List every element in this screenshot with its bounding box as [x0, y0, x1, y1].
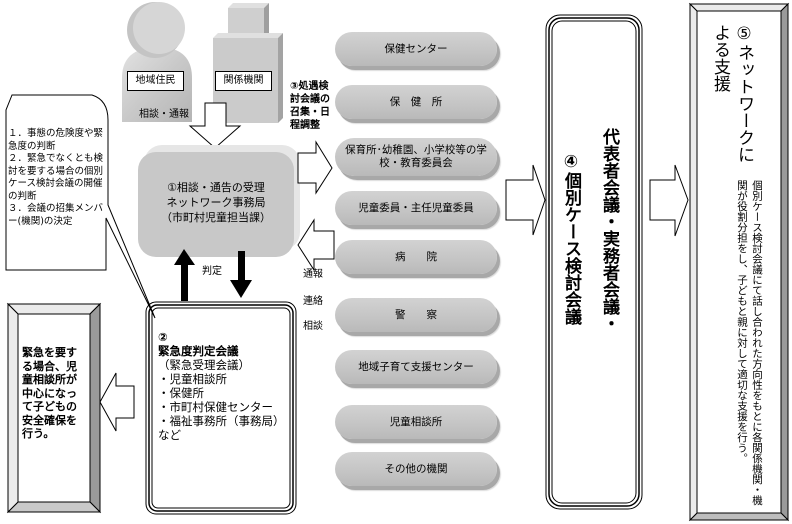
report-label: 通報: [303, 269, 323, 280]
org-pill: 児童相談所: [335, 405, 497, 439]
down-arrow: [188, 102, 242, 149]
support-title: ⑤ネットワークによる支援: [710, 24, 754, 163]
callout-line-1: １．事態の危険度や緊急度の判断: [8, 128, 104, 152]
org-pill: 保育所･幼稚園、小学校等の学校・教育委員会: [335, 138, 497, 176]
emergency-frame: [6, 302, 102, 514]
org-pill: 地域子育て支援センター: [335, 350, 497, 384]
urgency-member: ・児童相談所: [158, 372, 227, 386]
judgment-down-arrow: [230, 251, 252, 298]
urgency-subtitle: （緊急受理会議）: [158, 358, 250, 372]
office-line-1: ①相談・通告の受理: [167, 181, 265, 194]
right-arrow-case: [505, 164, 546, 236]
up-arrow: [174, 249, 195, 301]
org-pill: 病 院: [335, 240, 497, 274]
consult-label: 相談: [303, 321, 323, 332]
office-line-3: （市町村児童担当課）: [161, 211, 271, 224]
urgency-member: ・市町村保健センター: [158, 400, 273, 414]
left-arrow-emergency: [99, 372, 135, 432]
org-pill: 警 察: [335, 298, 497, 332]
case-meeting-frame: [545, 14, 643, 510]
urgency-meeting-text: ② 緊急度判定会議 （緊急受理会議） ・児童相談所 ・保健所 ・市町村保健センタ…: [158, 330, 288, 442]
urgency-member: ・保健所: [158, 386, 204, 400]
support-frame: [688, 2, 790, 522]
right-arrow-support: [649, 164, 689, 237]
person-icon: [122, 2, 192, 122]
urgency-number: ②: [158, 330, 168, 344]
contact-label: 連絡: [303, 296, 323, 307]
support-body: 個別ケース検討会議にて話し合われた方向性をもとに各関係機関・機関が役割分担をし、…: [736, 180, 763, 506]
callout-text: １．事態の危険度や緊急度の判断 ２．緊急でなくとも検討を要する場合の個別ケース検…: [8, 128, 106, 228]
callout-line-3: ３．会議の招集メンバー(機関)の決定: [8, 203, 104, 227]
org-pill: 保 健 所: [335, 85, 497, 119]
org-pill: 保健センター: [335, 32, 497, 66]
right-arrow-orgs: [297, 140, 333, 195]
case-meeting-sub: 代表者会議・実務者会議・: [599, 128, 619, 332]
callout-bubble: [5, 94, 156, 319]
step3-label: ③処遇検討会議の召集・日程調整: [290, 81, 330, 131]
org-pill: 児童委員・主任児童委員: [335, 191, 497, 225]
emergency-note: 緊急を要する場合、児童相談所が中心になって子どもの安全確保を行う。: [22, 346, 77, 440]
judgment-label: 判定: [202, 266, 222, 277]
urgency-frame: [145, 301, 297, 515]
residents-label: 地域住民: [127, 71, 184, 91]
callout-line-2: ２．緊急でなくとも検討を要する場合の個別ケース検討会議の開催の判断: [8, 153, 104, 202]
agencies-label: 関係機関: [215, 71, 272, 91]
org-pill: その他の機関: [335, 452, 497, 486]
office-box: [138, 152, 294, 257]
urgency-member: ・福祉事務所（事務局）など: [158, 414, 285, 442]
case-meeting-title: ④個別ケース検討会議: [561, 152, 581, 325]
urgency-title: 緊急度判定会議: [158, 344, 239, 358]
office-line-2: ネットワーク事務局: [166, 196, 266, 209]
office-text: ①相談・通告の受理 ネットワーク事務局 （市町村児童担当課）: [140, 180, 292, 225]
left-arrow-report: [297, 218, 335, 272]
consult-report-label: 相談・通報: [139, 109, 189, 120]
